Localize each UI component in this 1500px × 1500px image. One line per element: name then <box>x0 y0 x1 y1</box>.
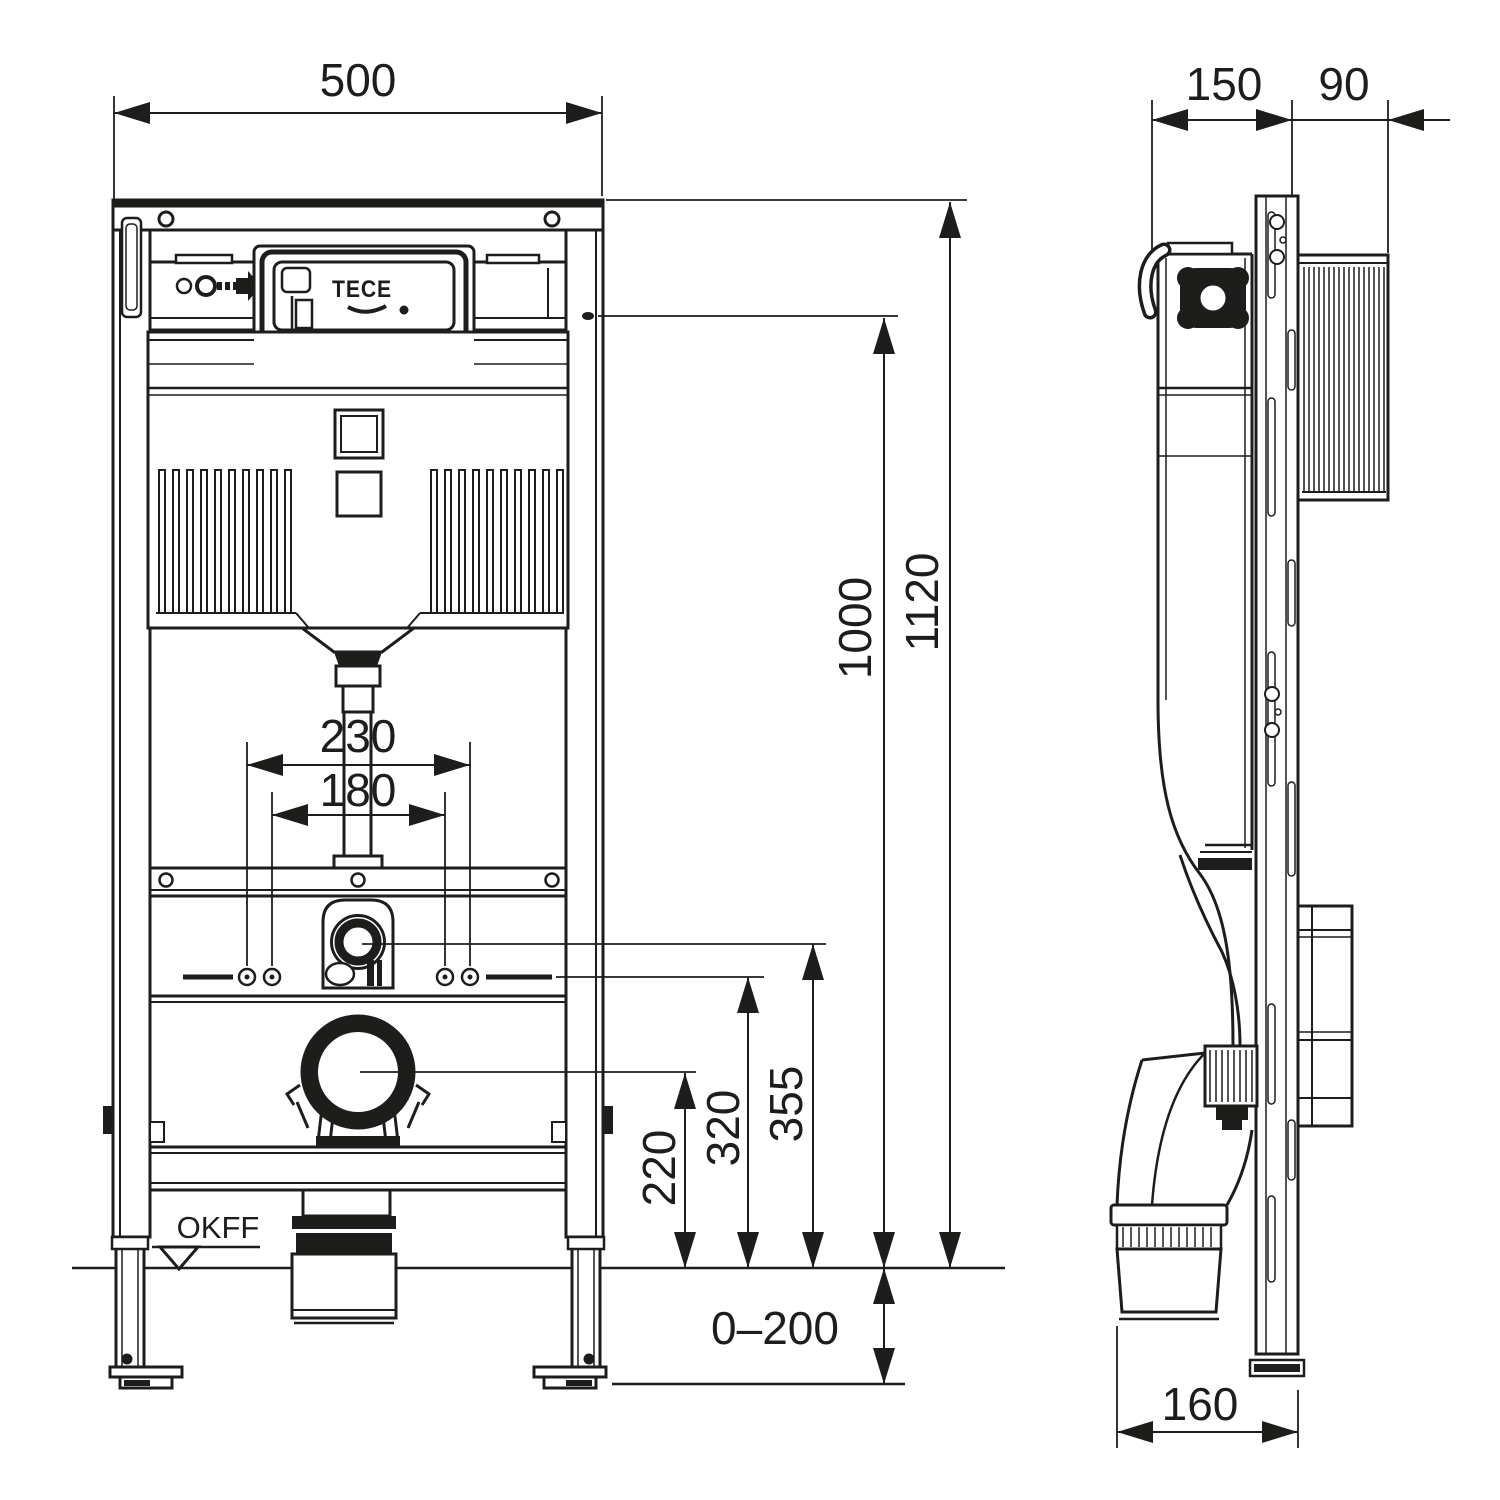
dim-label-1000: 1000 <box>829 577 881 679</box>
dim-label-90: 90 <box>1318 58 1369 110</box>
dim-box-depth: 90 <box>1292 58 1450 253</box>
valve-icon <box>236 271 261 301</box>
dim-inlet-height: 355 <box>760 944 824 1268</box>
vent-slots-right <box>407 469 564 628</box>
side-view <box>1109 194 1390 1378</box>
dim-label-180: 180 <box>320 764 397 816</box>
flush-level-mark <box>582 312 594 320</box>
dim-label-1120: 1120 <box>896 553 948 652</box>
adjustable-foot-right <box>532 1235 608 1390</box>
mid-crossbar <box>148 866 568 898</box>
dim-label-150: 150 <box>1186 58 1263 110</box>
overflow-unit <box>458 253 568 332</box>
adjustable-foot-left <box>108 1235 184 1390</box>
drain-bend-front <box>284 1014 432 1146</box>
cistern-side <box>1137 241 1254 870</box>
actuator-protection-box <box>1296 253 1390 502</box>
front-view: TECE <box>103 198 613 1390</box>
dim-label-500: 500 <box>320 54 397 106</box>
dim-outlet-offset: 160 <box>1116 1326 1299 1448</box>
dim-frame-width: 500 <box>113 54 603 200</box>
vent-slots-left <box>156 469 309 628</box>
dim-outer-fixing: 230 <box>246 710 471 966</box>
brand-logo: TECE <box>332 276 392 303</box>
dim-flush-plate-height: 1000 <box>829 318 895 1268</box>
dim-label-160: 160 <box>1162 1378 1239 1430</box>
fill-valve-unit <box>148 253 264 332</box>
wall-bracket-side <box>1296 904 1354 1128</box>
dim-frame-height: 1120 <box>896 202 961 1268</box>
actuator-opening-lower <box>335 470 383 518</box>
dim-bolt-height: 320 <box>697 977 759 1268</box>
inlet-connection <box>334 918 382 966</box>
top-crossbar <box>111 198 605 319</box>
fixing-bolts <box>237 967 480 987</box>
wall-anchor-bracket <box>120 216 143 319</box>
dim-label-230: 230 <box>320 710 397 762</box>
bottom-crossbar <box>148 1145 568 1192</box>
cistern-front <box>146 330 570 630</box>
drain-elbow-side <box>1109 1051 1254 1321</box>
datum-label: OKFF <box>177 1210 260 1245</box>
water-inlet-unit <box>150 898 566 1003</box>
flush-pipe-side <box>1156 699 1259 1130</box>
dim-drain-height: 220 <box>633 1073 696 1268</box>
flush-pipe-front <box>297 626 419 870</box>
rail-post-side <box>1248 194 1306 1378</box>
dim-leg-adjustment: 0–200 <box>711 1268 895 1384</box>
floor-datum: OKFF <box>152 1210 260 1272</box>
fill-valve-side <box>1177 267 1249 329</box>
dim-label-355: 355 <box>760 1066 812 1143</box>
datum-triangle-icon <box>156 1245 202 1272</box>
leader-lines <box>360 199 967 1073</box>
floor-line <box>72 1266 1005 1386</box>
dim-label-320: 320 <box>697 1090 749 1167</box>
drain-outlet-front <box>290 1188 398 1325</box>
dim-inner-fixing: 180 <box>271 764 446 966</box>
dim-label-220: 220 <box>633 1130 685 1207</box>
dim-label-0-200: 0–200 <box>711 1302 839 1354</box>
dim-frame-depth: 150 <box>1151 58 1293 250</box>
